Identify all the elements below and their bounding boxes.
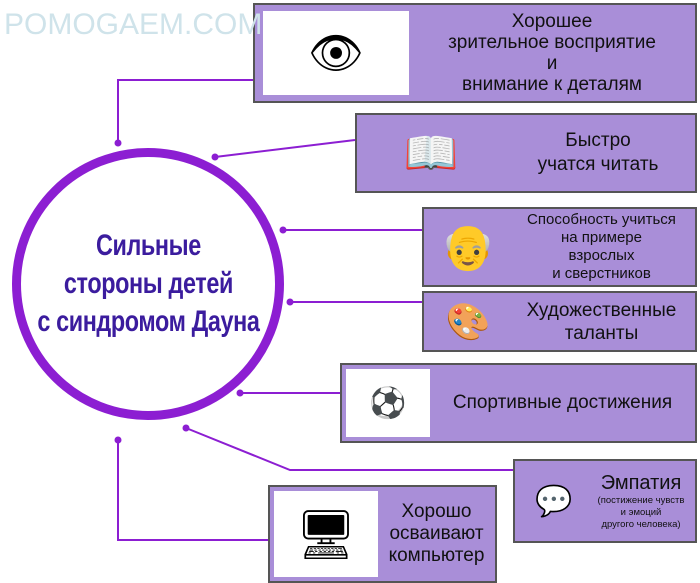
item-text: Хорошее зрительное восприятие и внимание… xyxy=(448,11,656,95)
center-title: Сильные стороны детей с синдромом Дауна xyxy=(36,229,260,338)
item-title: Эмпатия xyxy=(600,472,682,494)
item-computer: 🖥 Хорошо осваивают компьютер xyxy=(268,485,497,583)
connector-6 xyxy=(185,427,513,471)
connector-dot xyxy=(114,139,122,147)
connector-1 xyxy=(117,79,253,143)
item-text: Быстро учатся читать xyxy=(537,130,659,175)
connector-7 xyxy=(117,440,268,541)
connector-dot xyxy=(211,153,219,161)
item-reading: 📖 Быстро учатся читать xyxy=(355,113,697,193)
item-artistic-talents: 🎨 Художественные таланты xyxy=(422,291,697,352)
item-learning-by-example: 👴 Способность учиться на примере взрослы… xyxy=(422,207,697,287)
item-text: Спортивные достижения xyxy=(452,392,673,413)
item-text: Способность учиться на примере взрослых … xyxy=(527,211,676,282)
book-icon: 📖 xyxy=(403,129,459,178)
center-circle: Сильные стороны детей с синдромом Дауна xyxy=(12,148,284,420)
item-sports: ⚽ Спортивные достижения xyxy=(340,363,697,443)
eye-icon: 👁 xyxy=(263,11,409,95)
item-text: (постижение чувств и эмоций другого чело… xyxy=(597,495,685,530)
palette-icon: 🎨 xyxy=(445,300,491,342)
connector-2 xyxy=(214,139,356,158)
computer-icon: 🖥 xyxy=(274,491,378,577)
item-text: Хорошо осваивают компьютер xyxy=(388,501,485,566)
grandpa-icon: 👴 xyxy=(440,223,496,272)
connector-dot xyxy=(279,226,287,234)
connector-dot xyxy=(114,436,122,444)
watermark: POMOGAEM.COM xyxy=(4,8,263,41)
connector-dot xyxy=(236,389,244,397)
item-visual-perception: 👁 Хорошее зрительное восприятие и вниман… xyxy=(253,3,697,103)
connector-dot xyxy=(286,298,294,306)
connector-dot xyxy=(182,424,190,432)
item-empathy: 💬 Эмпатия (постижение чувств и эмоций др… xyxy=(513,459,697,543)
item-text: Художественные таланты xyxy=(526,299,677,344)
people-talking-icon: 💬 xyxy=(535,484,573,518)
sports-icon: ⚽ xyxy=(346,369,430,437)
